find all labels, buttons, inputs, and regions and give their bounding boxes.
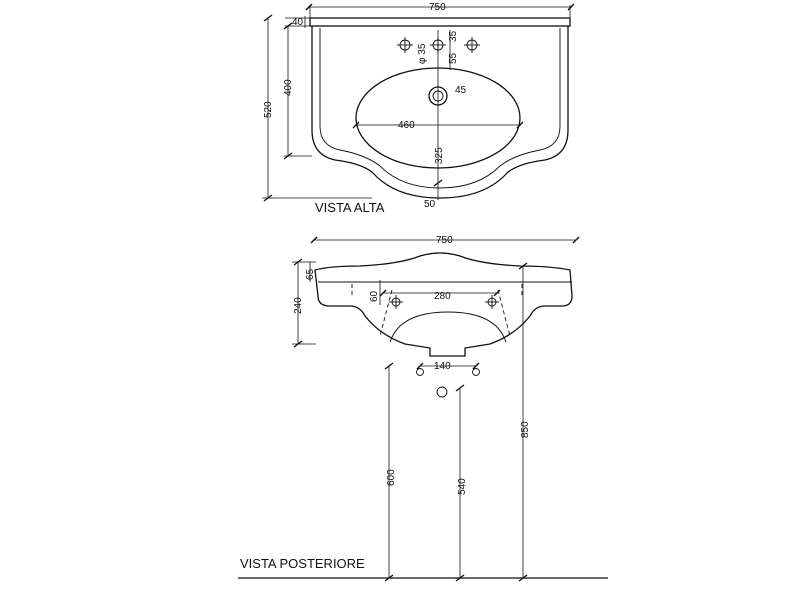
top-view-back-rim <box>309 17 571 27</box>
dim-top-bowl-width: 460 <box>398 120 415 131</box>
dim-rear-width: 750 <box>436 235 453 246</box>
dim-rear-height-540: 540 <box>457 478 468 495</box>
dim-rear-bracket-spacing: 280 <box>434 291 451 302</box>
dim-rear-height: 240 <box>293 297 304 314</box>
rear-view-basin-arch <box>389 311 507 343</box>
fixing-hole-right-icon <box>472 368 480 376</box>
fixing-hole-left-icon <box>416 368 424 376</box>
rear-view-title: VISTA POSTERIORE <box>240 556 365 571</box>
dim-top-tap-hole: φ 35 <box>417 43 428 64</box>
dim-top-width: 750 <box>429 2 446 13</box>
top-view-title: VISTA ALTA <box>315 200 385 215</box>
dim-top-depth-total: 520 <box>263 101 274 118</box>
dim-rear-height-850: 850 <box>520 421 531 438</box>
rear-view-outline <box>314 252 573 357</box>
tap-hole-left-icon <box>397 37 413 53</box>
dim-rear-height-600: 600 <box>386 469 397 486</box>
dim-top-front-edge: 50 <box>424 199 436 210</box>
top-view-inner-outline <box>319 28 561 189</box>
dim-rear-fixing-spacing: 140 <box>434 361 451 372</box>
dim-rear-rim: 65 <box>305 268 316 280</box>
dim-top-tap-offset-b: 55 <box>448 52 459 64</box>
waste-hole-icon <box>436 386 448 398</box>
tap-hole-right-icon <box>464 37 480 53</box>
bracket-right-icon <box>485 295 499 309</box>
dim-top-depth-basin: 400 <box>283 79 294 96</box>
top-view: 750 40 520 400 460 325 45 φ 35 35 55 50 … <box>262 2 575 215</box>
dim-top-bowl-depth: 325 <box>434 147 445 164</box>
dim-top-drain: 45 <box>455 85 467 96</box>
top-view-outer-outline <box>311 26 569 199</box>
rear-view: 750 280 60 240 <box>238 235 608 582</box>
dim-rear-bracket-offset: 60 <box>369 290 380 302</box>
dim-top-rim: 40 <box>292 17 304 28</box>
dim-top-tap-offset-a: 35 <box>448 30 459 42</box>
bracket-left-icon <box>389 295 403 309</box>
